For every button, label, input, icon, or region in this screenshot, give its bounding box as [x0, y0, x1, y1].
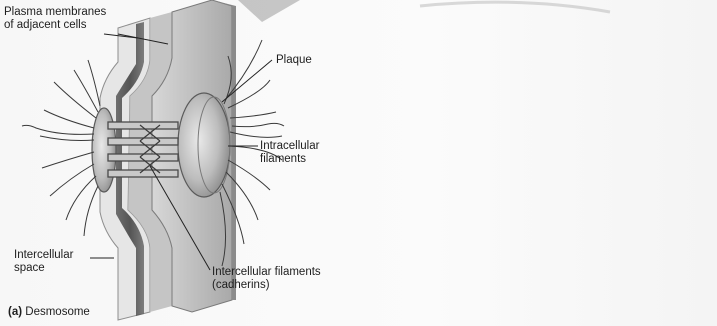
curve-fragment [420, 2, 610, 12]
label-intracellular-filaments: Intracellular filaments [260, 140, 319, 166]
label-plaque: Plaque [276, 54, 312, 67]
left-intracellular-filaments [22, 60, 100, 236]
label-intercellular-space: Intercellular space [14, 249, 73, 275]
caption-title: Desmosome [25, 306, 90, 318]
label-intercellular-filaments: Intercellular filaments (cadherins) [212, 266, 321, 292]
left-plaque [92, 108, 116, 192]
caption-letter: (a) [8, 306, 22, 318]
figure-caption: (a) Desmosome [8, 306, 90, 319]
label-plasma-membranes: Plasma membranes of adjacent cells [4, 6, 106, 32]
arrow-fragment [238, 0, 300, 22]
